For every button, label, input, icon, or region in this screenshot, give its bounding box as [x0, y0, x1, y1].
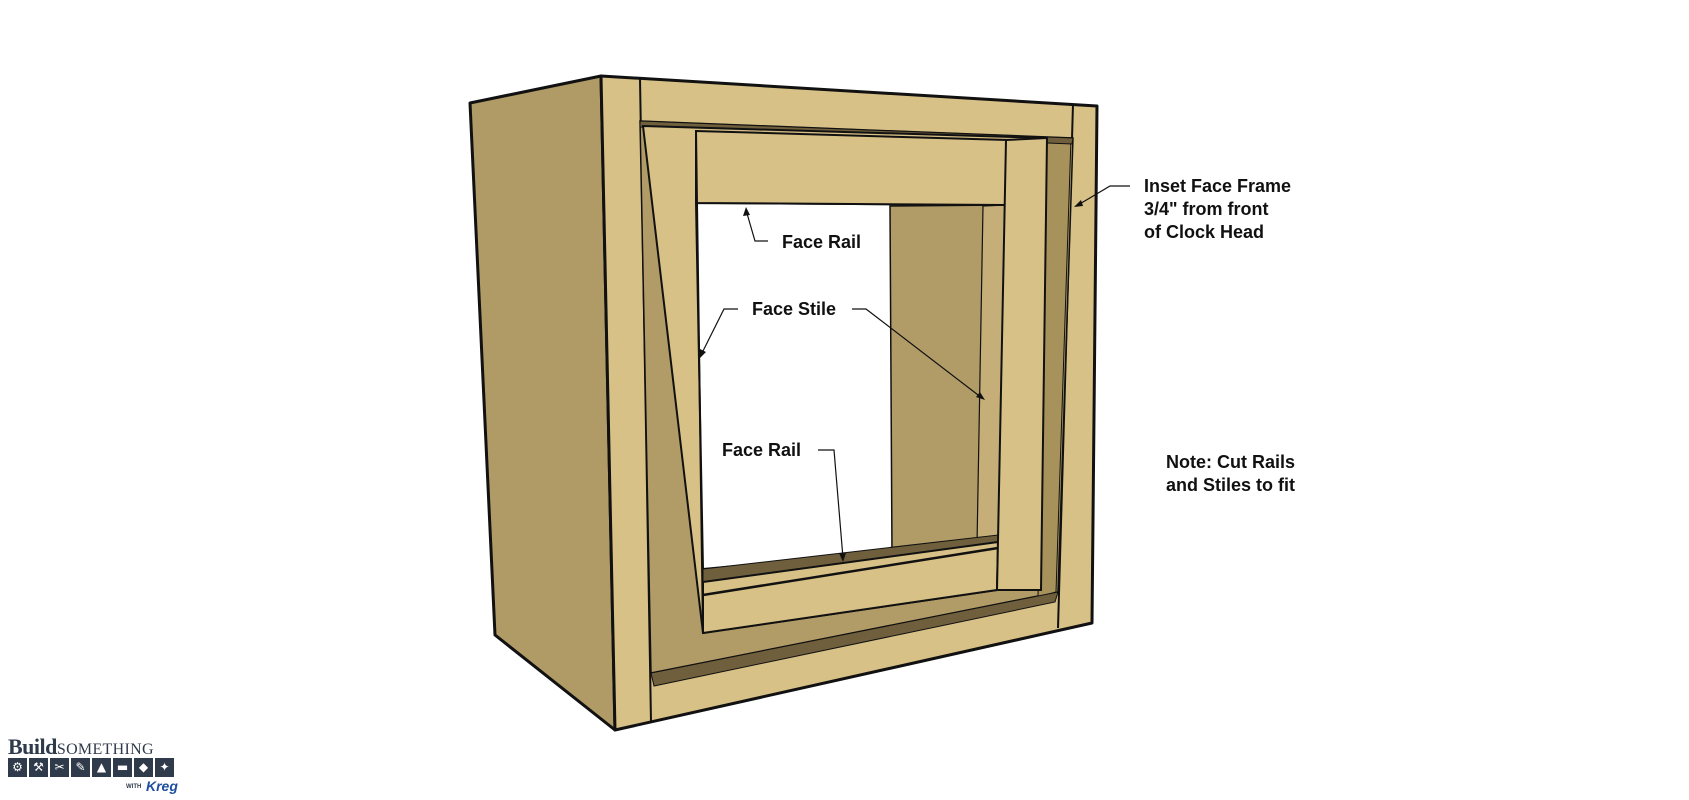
inset-line-3: of Clock Head: [1144, 222, 1265, 242]
label-face-rail-top: Face Rail: [782, 232, 862, 252]
label-face-rail-bottom: Face Rail: [722, 440, 802, 460]
inset-line-2: 3/4" from front: [1144, 199, 1269, 219]
arrowhead-face-stile-left: [699, 349, 706, 359]
hammer-icon: ⚒: [29, 758, 48, 777]
arrowhead-face-rail-top: [743, 207, 750, 216]
logo-with-text: WITH: [126, 784, 142, 790]
leader-inset-face-frame: [1077, 185, 1130, 206]
note-line-1: Note: Cut Rails: [1166, 452, 1296, 472]
paint-icon: ▲: [92, 758, 111, 777]
arrowhead-inset-face-frame: [1074, 200, 1083, 207]
logo-something-text: SOMETHING: [56, 741, 154, 758]
ruler-icon: ▬: [113, 758, 132, 777]
clamp-icon: ◆: [134, 758, 153, 777]
left-face-stile-edge: [695, 130, 704, 634]
note-line-2: and Stiles to fit: [1166, 475, 1296, 495]
wrench-icon: ✦: [155, 758, 174, 777]
label-inset-face-frame: Inset Face Frame 3/4" from front of Cloc…: [1144, 175, 1291, 244]
buildsomething-logo: BuildSOMETHING ⚙ ⚒ ✂ ✎ ▲ ▬ ◆ ✦ WITH Kreg: [8, 734, 198, 796]
logo-build-text: Build: [8, 734, 57, 759]
cabinet-left-side: [468, 74, 617, 732]
leader-face-rail-bottom: [818, 449, 844, 559]
inset-line-1: Inset Face Frame: [1144, 176, 1292, 196]
leader-face-rail-top: [745, 209, 768, 242]
top-face-rail: [695, 129, 1010, 207]
drill-icon: ✎: [71, 758, 90, 777]
logo-wordmark: BuildSOMETHING: [8, 734, 154, 760]
gear-icon: ⚙: [8, 758, 27, 777]
saw-icon: ✂: [50, 758, 69, 777]
bottom-rail-top-edge: [702, 546, 999, 597]
label-face-stile: Face Stile: [752, 299, 837, 319]
arrowhead-face-rail-bottom: [839, 553, 846, 562]
logo-kreg-brand: Kreg: [146, 778, 178, 794]
right-face-stile: [995, 136, 1049, 591]
arrowhead-face-stile-right: [976, 392, 985, 400]
leader-face-stile-right: [852, 308, 983, 399]
leader-face-stile-left: [700, 308, 738, 356]
recess-bottom-ledge: [650, 591, 1059, 687]
label-note: Note: Cut Rails and Stiles to fit: [1166, 451, 1295, 497]
logo-tool-icons: ⚙ ⚒ ✂ ✎ ▲ ▬ ◆ ✦: [8, 758, 174, 777]
